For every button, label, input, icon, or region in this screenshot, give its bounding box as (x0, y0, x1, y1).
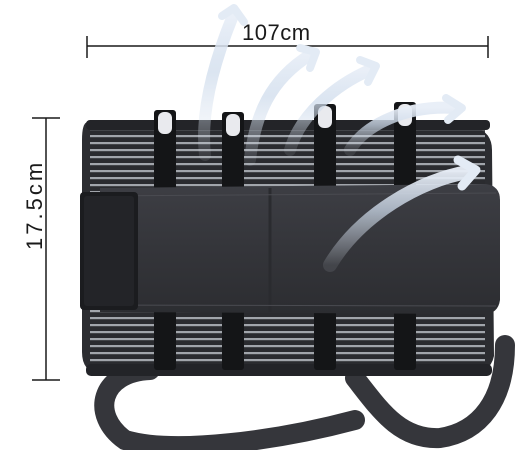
height-label: 17.5cm (22, 159, 47, 250)
width-dimension-line (86, 36, 489, 58)
compression-band (99, 184, 500, 314)
height-dimension-line (32, 117, 60, 381)
velcro-flap (80, 192, 138, 310)
lower-straps (94, 335, 515, 455)
width-label: 107cm (242, 20, 311, 45)
airflow-arrows-icon (198, 4, 481, 272)
